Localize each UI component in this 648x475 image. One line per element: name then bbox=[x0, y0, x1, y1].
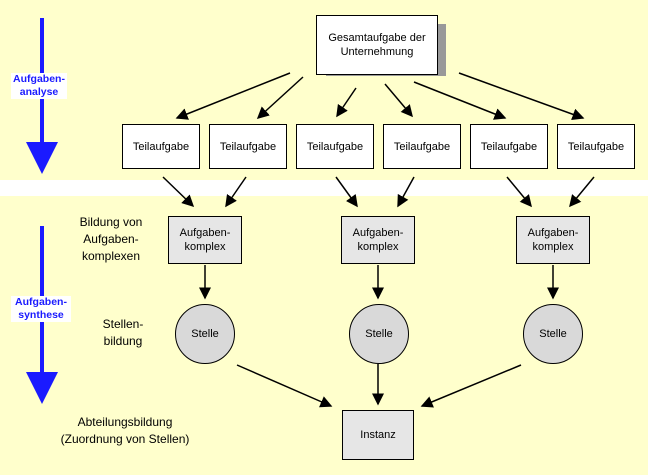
task-label: Teilaufgabe bbox=[393, 140, 451, 153]
task-label: Teilaufgabe bbox=[219, 140, 277, 153]
top-box: Gesamtaufgabe der Unternehmung bbox=[316, 15, 438, 75]
task-box: Teilaufgabe bbox=[470, 124, 548, 169]
side-label-complex: Bildung von Aufgaben- komplexen bbox=[68, 214, 154, 265]
instance-box: Instanz bbox=[342, 410, 414, 460]
task-label: Teilaufgabe bbox=[306, 140, 364, 153]
complex-box: Aufgaben- komplex bbox=[341, 216, 415, 264]
task-box: Teilaufgabe bbox=[209, 124, 287, 169]
complex-box: Aufgaben- komplex bbox=[168, 216, 242, 264]
stelle-label: Stelle bbox=[365, 328, 393, 340]
complex-box: Aufgaben- komplex bbox=[516, 216, 590, 264]
task-box: Teilaufgabe bbox=[557, 124, 635, 169]
analysis-label-text: Aufgaben- analyse bbox=[13, 73, 65, 98]
task-box: Teilaufgabe bbox=[296, 124, 374, 169]
complex-label: Aufgaben- komplex bbox=[352, 227, 404, 253]
stelle-node: Stelle bbox=[175, 304, 235, 364]
synthesis-label: Aufgaben- synthese bbox=[11, 296, 71, 322]
task-label: Teilaufgabe bbox=[480, 140, 538, 153]
side-label-dept: Abteilungsbildung (Zuordnung von Stellen… bbox=[60, 414, 190, 448]
stelle-node: Stelle bbox=[349, 304, 409, 364]
task-label: Teilaufgabe bbox=[567, 140, 625, 153]
stelle-node: Stelle bbox=[523, 304, 583, 364]
complex-label: Aufgaben- komplex bbox=[527, 227, 579, 253]
analysis-label: Aufgaben- analyse bbox=[11, 73, 67, 99]
top-box-text: Gesamtaufgabe der Unternehmung bbox=[328, 32, 426, 58]
task-box: Teilaufgabe bbox=[122, 124, 200, 169]
stelle-label: Stelle bbox=[191, 328, 219, 340]
instance-label: Instanz bbox=[360, 429, 396, 441]
task-box: Teilaufgabe bbox=[383, 124, 461, 169]
synthesis-label-text: Aufgaben- synthese bbox=[15, 296, 67, 321]
task-label: Teilaufgabe bbox=[132, 140, 190, 153]
side-label-dept-text: Abteilungsbildung (Zuordnung von Stellen… bbox=[60, 415, 190, 446]
side-label-stelle: Stellen- bildung bbox=[98, 316, 148, 350]
stelle-label: Stelle bbox=[539, 328, 567, 340]
complex-label: Aufgaben- komplex bbox=[179, 227, 231, 253]
side-label-complex-text: Bildung von Aufgaben- komplexen bbox=[79, 215, 143, 263]
side-label-stelle-text: Stellen- bildung bbox=[102, 317, 144, 348]
